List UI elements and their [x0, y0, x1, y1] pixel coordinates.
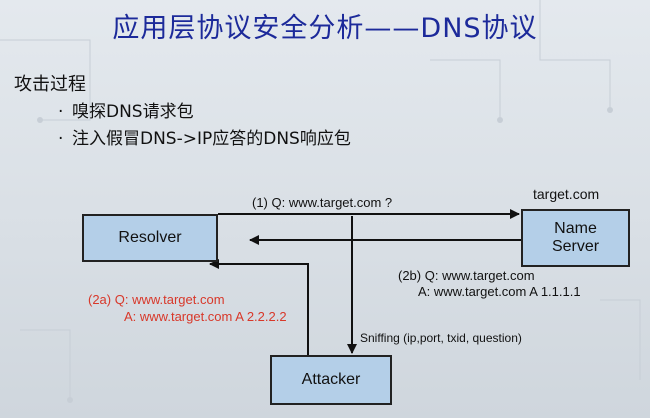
- legit-response-question: (2b) Q: www.target.com: [398, 268, 535, 283]
- attacker-label: Attacker: [301, 371, 361, 388]
- name-server-host-label: target.com: [533, 186, 600, 202]
- name-server-box: Name Server: [521, 209, 630, 267]
- name-server-label-line2: Server: [551, 238, 600, 255]
- bullet-text: 注入假冒DNS->IP应答的DNS响应包: [72, 129, 351, 149]
- spoofed-response-answer: A: www.target.com A 2.2.2.2: [124, 309, 287, 324]
- attacker-box: Attacker: [270, 355, 392, 405]
- bullet-marker: ·: [58, 102, 64, 122]
- bullet-item: · 注入假冒DNS->IP应答的DNS响应包: [58, 124, 351, 149]
- bullet-marker: ·: [58, 129, 64, 149]
- name-server-label-line1: Name: [554, 220, 597, 237]
- spoofed-response-arrow: [209, 259, 309, 355]
- section-heading: 攻击过程: [14, 74, 86, 95]
- resolver-label: Resolver: [118, 229, 182, 246]
- bullet-item: · 嗅探DNS请求包: [58, 97, 194, 122]
- bullet-text: 嗅探DNS请求包: [72, 102, 194, 122]
- spoofed-response-question: (2a) Q: www.target.com: [88, 292, 225, 307]
- query-label: (1) Q: www.target.com ?: [252, 195, 393, 210]
- slide-title: 应用层协议安全分析——DNS协议: [112, 13, 538, 44]
- resolver-box: Resolver: [82, 214, 218, 262]
- legit-response-answer: A: www.target.com A 1.1.1.1: [418, 284, 581, 299]
- sniffing-label: Sniffing (ip,port, txid, question): [360, 331, 522, 345]
